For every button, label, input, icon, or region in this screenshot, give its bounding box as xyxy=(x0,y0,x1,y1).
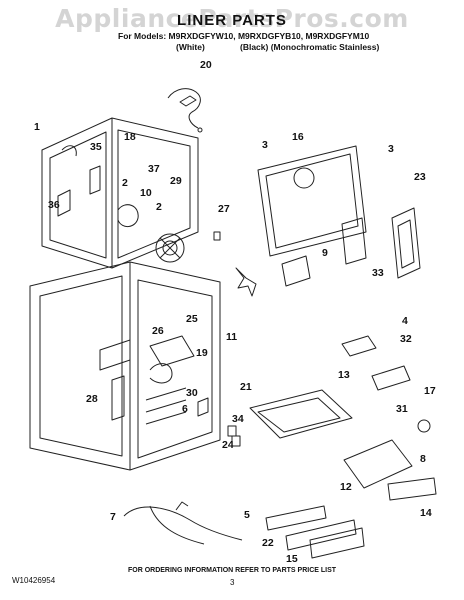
part-24-drawing xyxy=(231,435,241,447)
harness-lower-drawing xyxy=(123,501,243,545)
callout-26: 26 xyxy=(152,325,164,337)
callout-12: 12 xyxy=(340,481,352,493)
thermistor-drawing xyxy=(197,397,209,417)
callout-30: 30 xyxy=(186,387,198,399)
callout-16: 16 xyxy=(292,131,304,143)
callout-37: 37 xyxy=(148,163,160,175)
callout-24: 24 xyxy=(222,439,234,451)
light-bulb-drawing xyxy=(417,419,431,433)
cap-33-drawing xyxy=(341,217,367,265)
callout-27: 27 xyxy=(218,203,230,215)
callout-19: 19 xyxy=(196,347,208,359)
callout-2b: 2 xyxy=(156,201,162,213)
page-title: LINER PARTS xyxy=(177,12,287,29)
callout-8: 8 xyxy=(420,453,426,465)
duct-cover-drawing xyxy=(149,335,195,367)
callout-13: 13 xyxy=(338,369,350,381)
callout-34: 34 xyxy=(232,413,244,425)
callout-29: 29 xyxy=(170,175,182,187)
callout-3a: 3 xyxy=(262,139,268,151)
callout-6: 6 xyxy=(182,403,188,415)
callout-7: 7 xyxy=(110,511,116,523)
fan-blade-drawing xyxy=(235,267,257,297)
callout-11: 11 xyxy=(226,331,237,343)
control-module-drawing xyxy=(341,335,377,357)
callout-3b: 3 xyxy=(388,143,394,155)
callout-36: 36 xyxy=(48,199,60,211)
light-housing-drawing xyxy=(371,365,411,391)
callout-35: 35 xyxy=(90,141,102,153)
panel-15-drawing xyxy=(309,527,365,559)
callout-22: 22 xyxy=(262,537,274,549)
callout-2a: 2 xyxy=(122,177,128,189)
callout-18: 18 xyxy=(124,131,136,143)
upper-liner-drawing xyxy=(41,117,199,269)
callout-25: 25 xyxy=(186,313,198,325)
callout-17: 17 xyxy=(424,385,436,397)
door-gasket-drawing xyxy=(257,145,367,257)
callout-15: 15 xyxy=(286,553,298,565)
callout-5: 5 xyxy=(244,509,250,521)
callout-4: 4 xyxy=(402,315,408,327)
callout-1: 1 xyxy=(34,121,40,133)
watermark: AppliancePartsPros.com xyxy=(55,4,409,33)
callouts: 20 1 18 35 37 2 10 2 36 29 27 3 16 3 23 … xyxy=(34,59,436,565)
dispenser-housing-drawing xyxy=(343,439,413,489)
cap-9-drawing xyxy=(281,255,311,287)
screw-27-drawing xyxy=(213,231,221,241)
page-number: 3 xyxy=(230,578,235,587)
lower-liner-drawing xyxy=(29,261,221,471)
panel-22-drawing xyxy=(285,519,357,551)
lens-drawing xyxy=(387,477,437,501)
callout-10: 10 xyxy=(140,187,152,199)
document-number: W10426954 xyxy=(12,576,56,585)
callout-14: 14 xyxy=(420,507,432,519)
ordering-note: FOR ORDERING INFORMATION REFER TO PARTS … xyxy=(127,567,337,574)
harness-top-drawing xyxy=(167,88,203,133)
callout-21: 21 xyxy=(240,381,252,393)
callout-32: 32 xyxy=(400,333,412,345)
panel-5-drawing xyxy=(265,505,327,531)
callout-9: 9 xyxy=(322,247,328,259)
variant-white: (White) xyxy=(176,42,205,52)
callout-31: 31 xyxy=(396,403,408,415)
callout-33: 33 xyxy=(372,267,384,279)
part-34-drawing xyxy=(227,425,237,437)
end-cap-right-drawing xyxy=(391,207,421,279)
callout-28: 28 xyxy=(86,393,98,405)
shelf-frame-drawing xyxy=(249,389,353,439)
models-line: For Models: M9RXDGFYW10, M9RXDGFYB10, M9… xyxy=(118,31,370,41)
fan-grille-drawing xyxy=(155,233,185,263)
callout-23: 23 xyxy=(414,171,426,183)
variant-black-stainless: (Black) (Monochromatic Stainless) xyxy=(240,42,380,52)
callout-20: 20 xyxy=(200,59,212,71)
